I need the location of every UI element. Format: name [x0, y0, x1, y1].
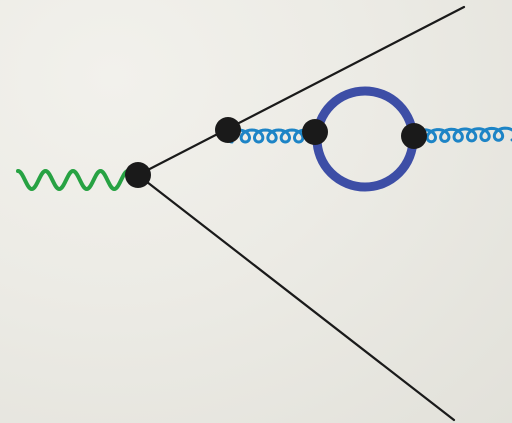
vertex-emission — [215, 117, 241, 143]
gluon-line-left — [226, 128, 318, 144]
outgoing-fermion-upper — [136, 5, 466, 177]
vertex-loop-right — [401, 123, 427, 149]
photon-line — [16, 168, 130, 192]
outgoing-fermion-lower — [136, 173, 456, 422]
vertex-loop-left — [302, 119, 328, 145]
vertex-main — [125, 162, 151, 188]
gluon-line-right — [412, 126, 512, 144]
quark-loop — [312, 86, 418, 192]
